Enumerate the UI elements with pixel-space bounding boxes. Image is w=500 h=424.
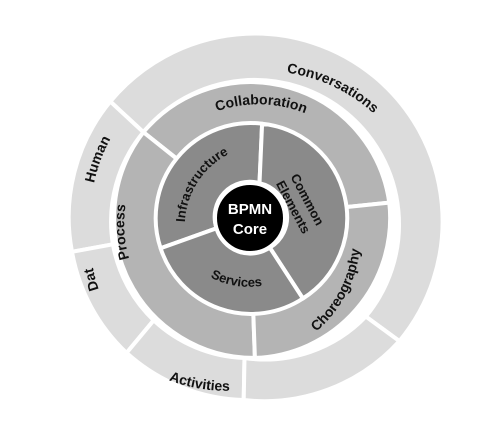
segment-common-elements [257, 121, 350, 301]
segment-outer-lower-right [241, 314, 402, 404]
outer-ring [66, 31, 445, 404]
bpmn-core-circle [213, 181, 287, 255]
segment-conversations [108, 31, 445, 344]
label-process: Process [111, 203, 132, 262]
core-label-line2: Core [233, 221, 267, 238]
core-label-line1: BPMN [228, 201, 272, 218]
